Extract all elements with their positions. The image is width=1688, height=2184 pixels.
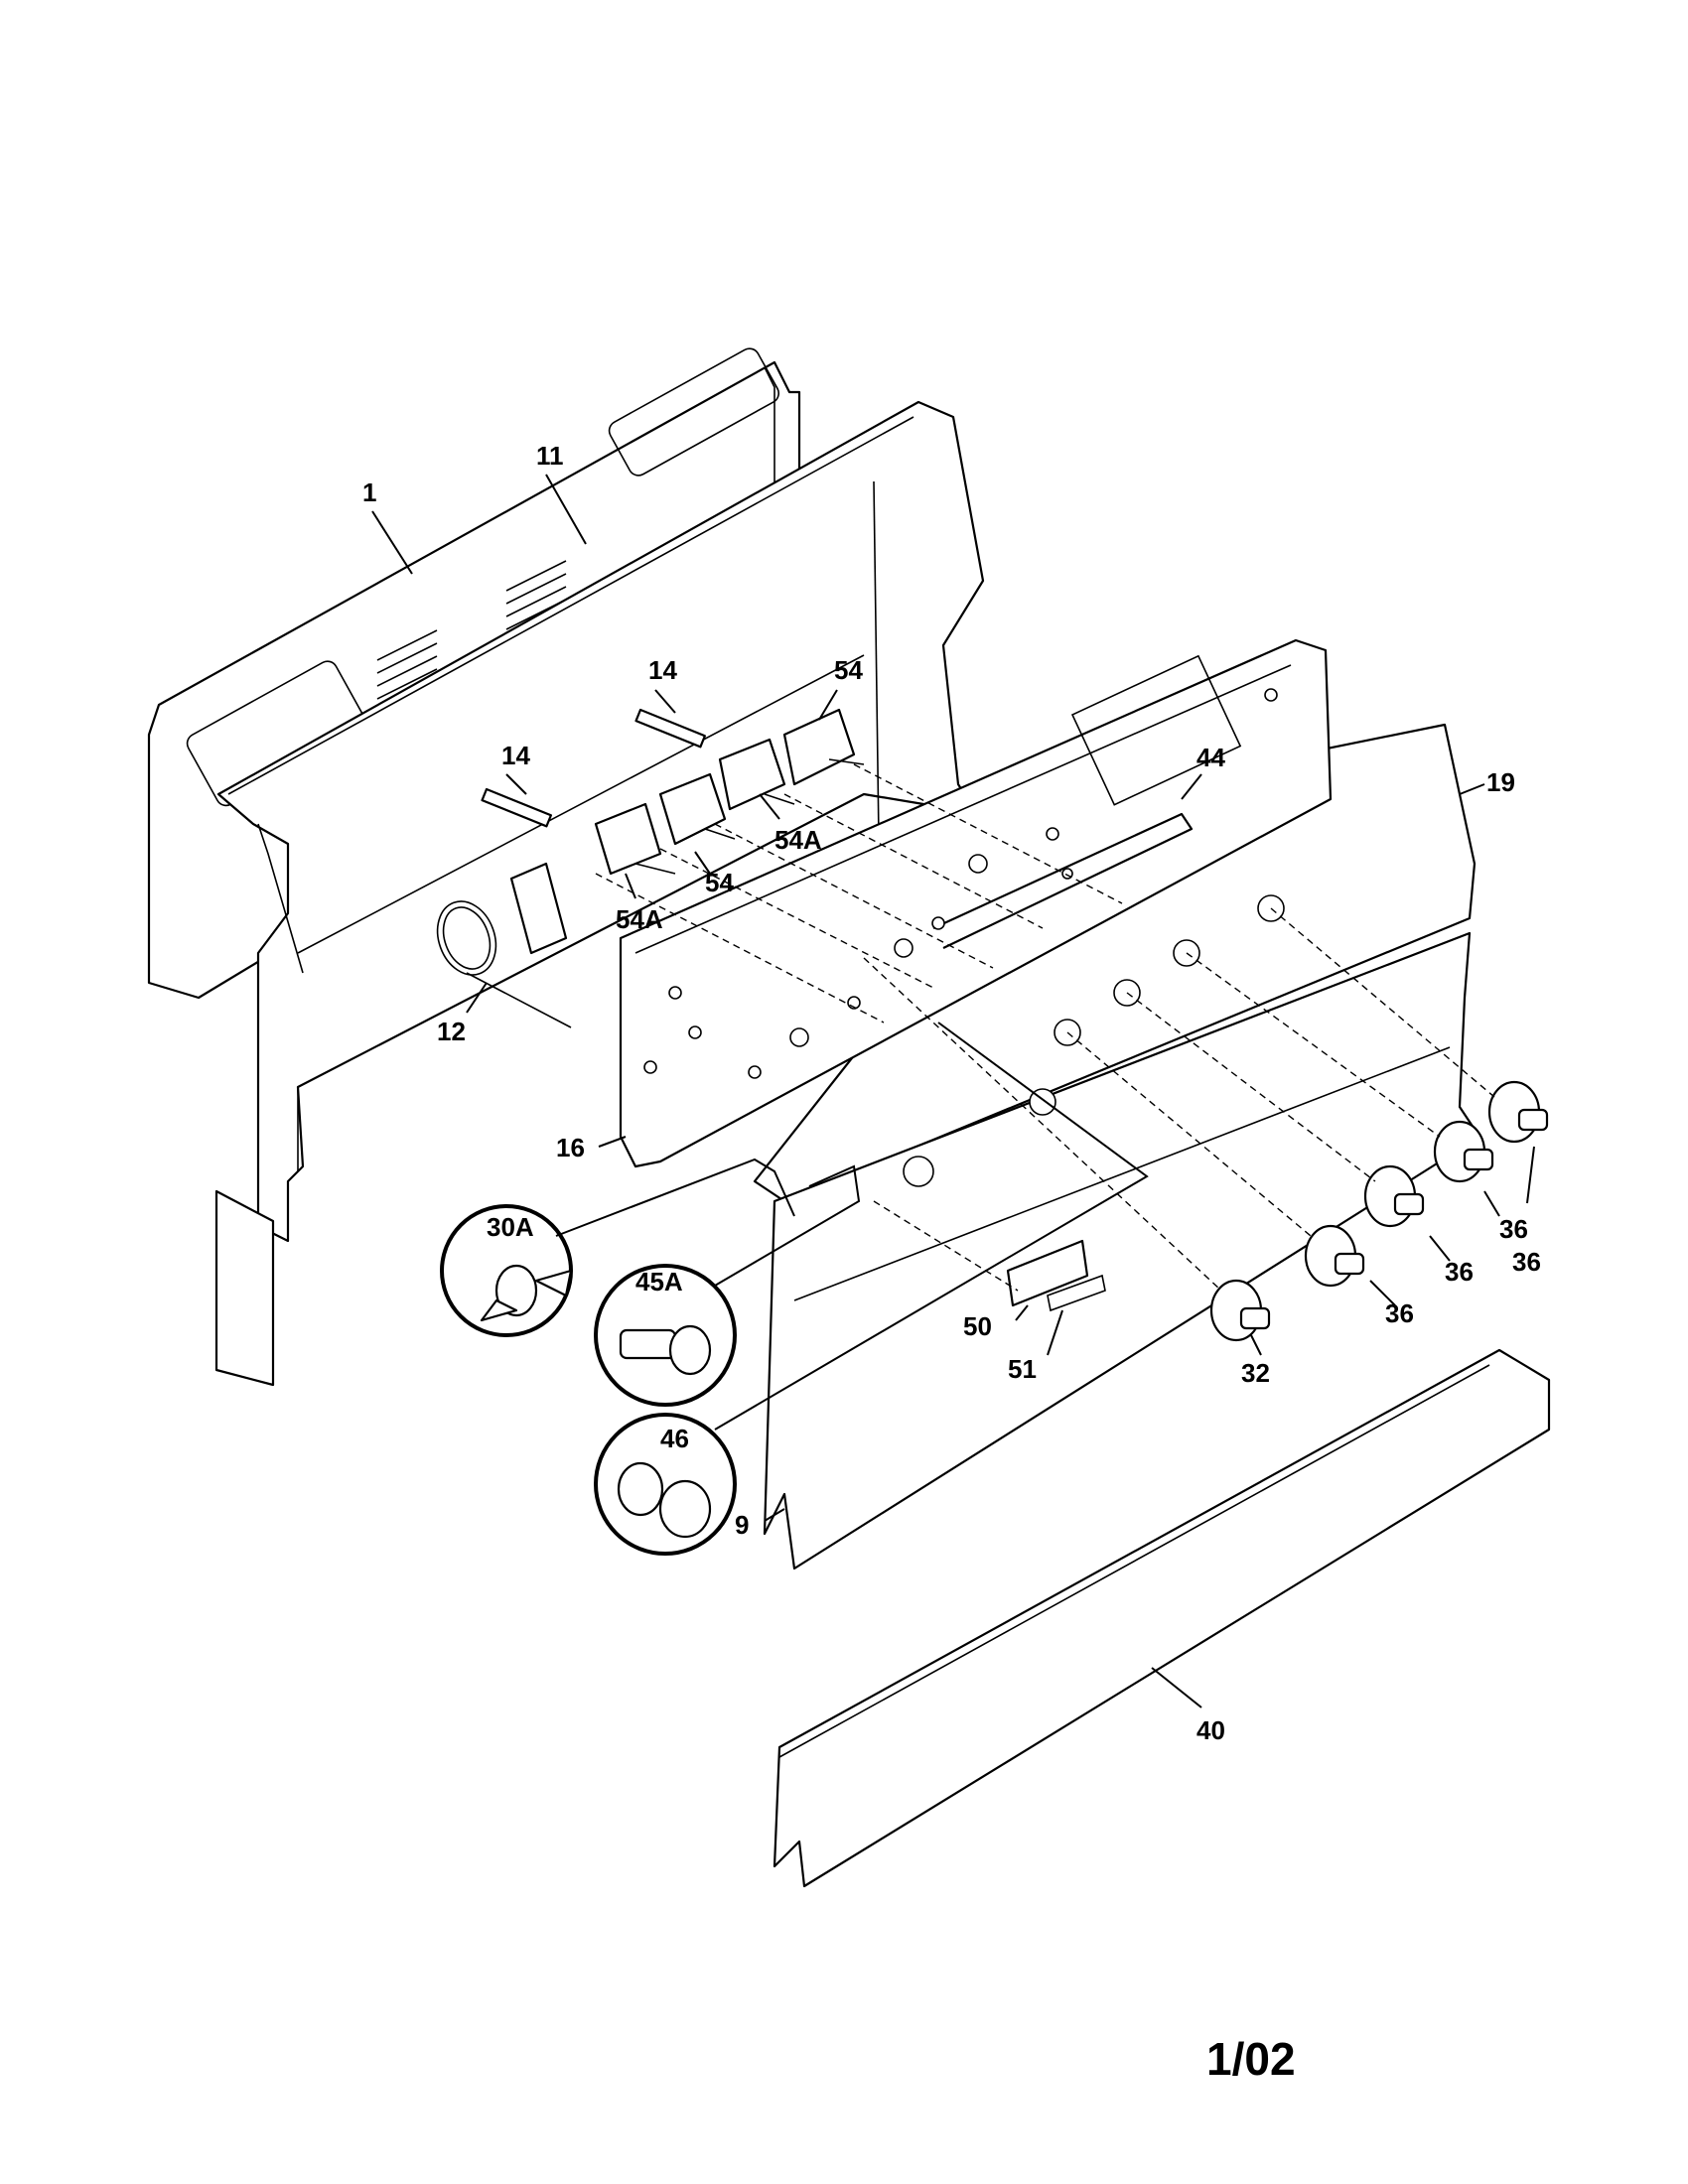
thermostat-part-12 (436, 862, 572, 1028)
callout-54A-lower: 54A (616, 904, 663, 934)
bottom-trim-part-40 (773, 1348, 1551, 1888)
callout-51: 51 (1008, 1354, 1037, 1384)
callout-36-a: 36 (1385, 1298, 1414, 1328)
switch-54A-lower (594, 802, 676, 876)
callout-50: 50 (963, 1311, 992, 1341)
knob-36-a (1304, 1224, 1365, 1288)
knob-36-d (1487, 1080, 1549, 1144)
callout-14-lower: 14 (501, 741, 530, 770)
detail-bubble-45A (594, 1164, 861, 1407)
front-panel-part-19 (753, 723, 1477, 1203)
vent-slots (376, 560, 567, 700)
knob-36-c (1433, 1120, 1494, 1183)
callout-19: 19 (1486, 767, 1515, 797)
switch-54A-upper (718, 738, 795, 811)
callout-54-upper: 54 (834, 655, 863, 685)
detail-bubble-46 (594, 1022, 1149, 1556)
igniter-14-lower (481, 787, 553, 828)
callout-36-c: 36 (1499, 1214, 1528, 1244)
callout-36-d: 36 (1512, 1247, 1541, 1277)
callout-leaders (371, 474, 1535, 1708)
callout-54-lower: 54 (705, 868, 734, 897)
callout-40: 40 (1196, 1715, 1225, 1745)
lens-part-51 (1047, 1274, 1106, 1312)
callout-30A: 30A (487, 1212, 534, 1242)
callout-12: 12 (437, 1017, 466, 1046)
callout-9: 9 (735, 1510, 749, 1540)
bezel-part-50 (1006, 1239, 1089, 1307)
knob-32 (1209, 1279, 1271, 1342)
callout-36-b: 36 (1445, 1257, 1474, 1287)
callout-14-upper: 14 (648, 655, 677, 685)
callout-16: 16 (556, 1133, 585, 1162)
callout-46: 46 (660, 1424, 689, 1453)
detail-bubble-30A (440, 1158, 795, 1337)
callout-54A-upper: 54A (774, 825, 822, 855)
side-filler-strip (214, 1189, 275, 1387)
callout-44: 44 (1196, 743, 1225, 772)
callout-11: 11 (536, 441, 564, 471)
callout-45A: 45A (635, 1267, 683, 1297)
igniter-14-upper (634, 708, 707, 749)
assembly-lines (595, 763, 1495, 1292)
callout-32: 32 (1241, 1358, 1270, 1388)
switch-54-lower (658, 772, 736, 846)
callout-1: 1 (362, 478, 376, 507)
knob-36-b (1363, 1164, 1425, 1228)
callout-labels: 1 11 14 14 54 54 54A 54A 44 19 12 16 30A… (362, 441, 1541, 1745)
control-bracket-part-16 (619, 638, 1333, 1168)
page-number: 1/02 (1206, 2033, 1296, 2085)
